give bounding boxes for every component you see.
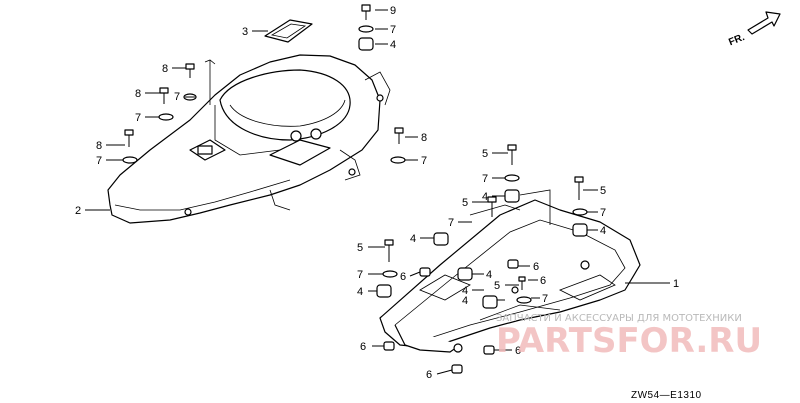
front-direction-indicator: FR. [727,11,781,48]
callout-6: 6 [426,369,432,381]
upper-cover [107,54,391,224]
callout-8: 8 [96,140,102,152]
callout-6: 6 [540,275,546,287]
callout-6: 6 [360,341,366,353]
callout-8: 8 [421,132,427,144]
callout-4: 4 [486,269,492,281]
drawing-code: ZW54—E1310 [631,390,702,401]
watermark-caption: ЗАПЧАСТИ И АКСЕССУАРЫ ДЛЯ МОТОТЕХНИКИ [496,313,742,324]
callout-7: 7 [482,173,488,185]
callout-4: 4 [390,39,396,51]
callout-5: 5 [600,185,606,197]
callout-7: 7 [542,293,548,305]
hardware [122,4,588,374]
callout-7: 7 [448,217,454,229]
callout-5: 5 [494,280,500,292]
callout-8: 8 [135,88,141,100]
callout-7: 7 [421,155,427,167]
callout-7: 7 [96,155,102,167]
callout-5: 5 [357,242,363,254]
lower-frame [379,189,641,353]
callout-2: 2 [75,205,81,217]
callout-5: 5 [462,197,468,209]
callout-labels: 3 9 7 4 8 8 7 7 8 7 8 7 2 5 7 4 5 7 4 5 … [75,5,679,381]
callout-8: 8 [162,63,168,75]
callout-7: 7 [600,207,606,219]
callout-4: 4 [462,295,468,307]
callout-5: 5 [482,148,488,160]
callout-3: 3 [242,26,248,38]
callout-6: 6 [533,261,539,273]
callout-7: 7 [357,269,363,281]
gasket-part-3 [264,19,313,43]
leader-lines [85,9,670,375]
callout-7: 7 [174,91,180,103]
callout-4: 4 [482,191,488,203]
callout-4: 4 [462,285,468,297]
callout-6: 6 [515,345,521,357]
front-direction-label: FR. [727,32,746,48]
watermark-brand: PARTSFOR.RU [496,321,762,361]
callout-1: 1 [673,278,679,290]
watermark: ЗАПЧАСТИ И АКСЕССУАРЫ ДЛЯ МОТОТЕХНИКИ PA… [496,313,762,361]
callout-4: 4 [410,233,416,245]
callout-7: 7 [390,24,396,36]
callout-9: 9 [390,5,396,17]
callout-4: 4 [357,286,363,298]
callout-6: 6 [400,271,406,283]
callout-7: 7 [135,112,141,124]
callout-4: 4 [600,225,606,237]
